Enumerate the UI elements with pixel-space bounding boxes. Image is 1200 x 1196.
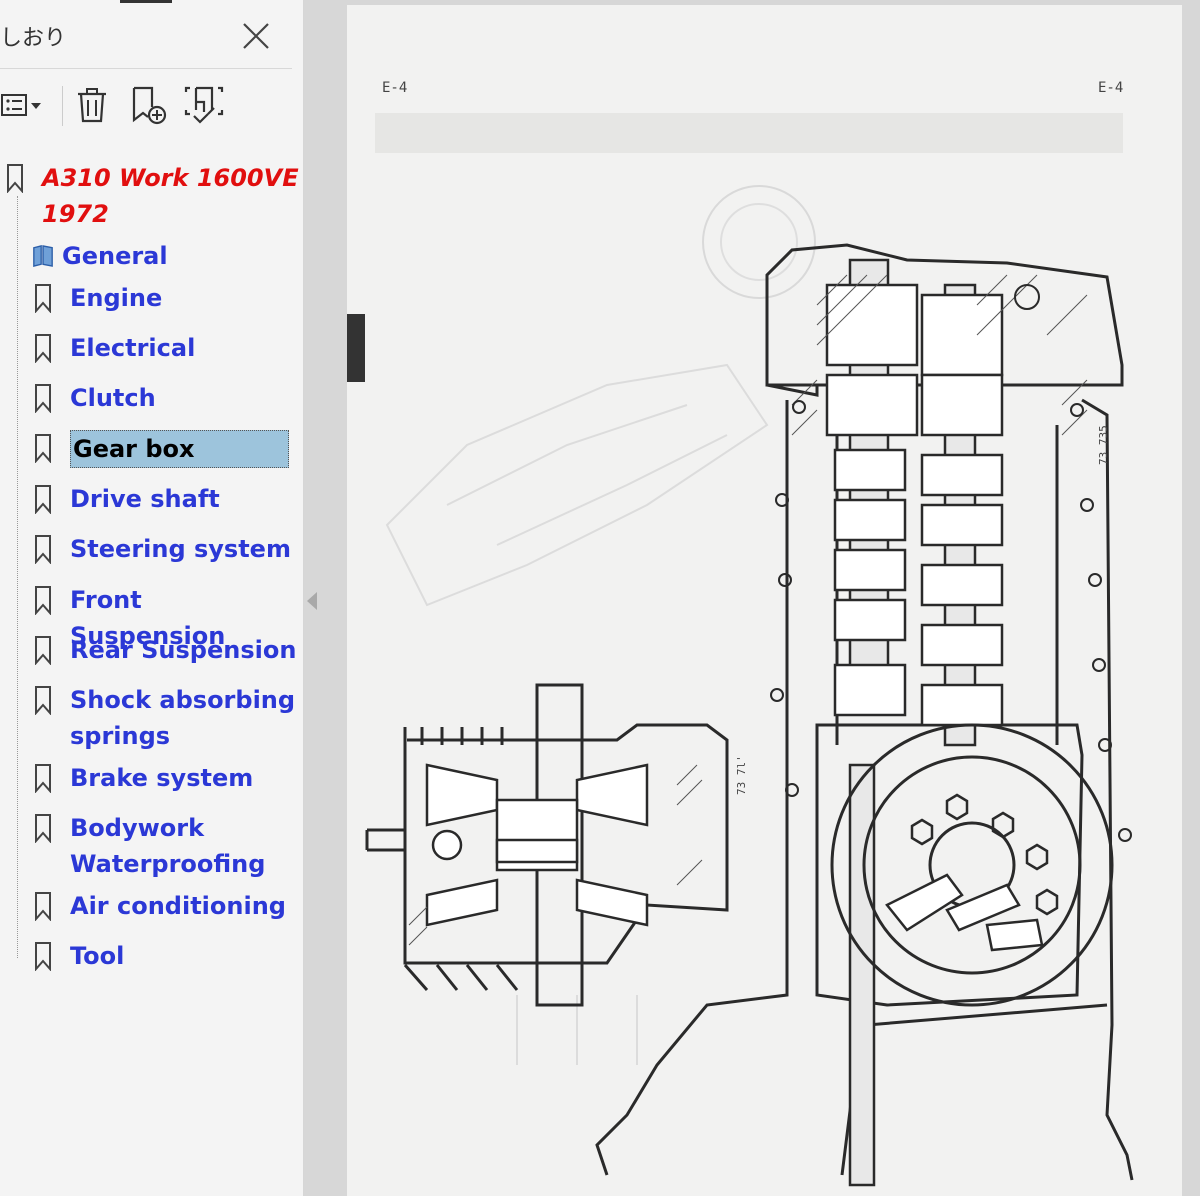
bookmark-label: Drive shaft: [70, 485, 220, 513]
panel-title: しおり: [0, 25, 67, 50]
bookmark-icon: [32, 483, 54, 515]
bookmark-icon: [32, 890, 54, 922]
gearbox-cutaway-drawing: 73 735 73 7l': [365, 113, 1134, 1187]
bookmark-label: Steering system: [70, 535, 291, 563]
page-number-right: E-4: [1098, 80, 1124, 96]
bookmark-item-15[interactable]: Tool: [32, 938, 124, 974]
page-scroll-handle[interactable]: [347, 314, 365, 382]
bookmark-item-8[interactable]: Steering system: [32, 531, 291, 567]
bookmark-label: Rear Suspension: [70, 636, 297, 664]
bookmark-item-6[interactable]: Gear box: [32, 430, 289, 468]
bookmark-icon: [32, 634, 54, 666]
new-bookmark-icon[interactable]: [128, 82, 170, 128]
bookmark-item-7[interactable]: Drive shaft: [32, 481, 220, 517]
bookmark-item-10[interactable]: Rear Suspension: [32, 632, 296, 668]
bookmark-item-1[interactable]: A310 Work 1600VE 1972: [4, 160, 299, 232]
bookmark-label: Air conditioning: [70, 892, 286, 920]
bookmark-item-13[interactable]: Bodywork Waterproofing: [32, 810, 265, 882]
bookmark-icon: [32, 282, 54, 314]
bookmark-icon: [32, 684, 54, 716]
bookmark-icon: [32, 382, 54, 414]
bookmark-label: A310 Work 1600VE 1972: [42, 164, 299, 228]
toolbar-separator: [62, 86, 63, 126]
options-menu-icon[interactable]: [0, 82, 48, 128]
bookmark-item-14[interactable]: Air conditioning: [32, 888, 286, 924]
bookmark-label: Bodywork Waterproofing: [70, 814, 266, 878]
bookmark-item-9[interactable]: Front Suspension: [32, 582, 303, 654]
page-number-left: E-4: [382, 80, 408, 96]
book-icon: [32, 240, 54, 272]
bookmark-item-11[interactable]: Shock absorbing springs: [32, 682, 295, 754]
bookmark-label: Front Suspension: [70, 586, 226, 650]
tree-connector: [17, 196, 19, 958]
collapse-panel-icon[interactable]: [307, 592, 317, 610]
divider: [0, 68, 292, 69]
bookmark-label: Engine: [70, 284, 163, 312]
bookmark-item-3[interactable]: Engine: [32, 280, 162, 316]
drawing-ref-1: 73 735: [1097, 425, 1110, 465]
window-tab-indicator: [120, 0, 172, 3]
bookmark-label: Gear box: [70, 430, 289, 468]
close-icon[interactable]: [240, 20, 272, 52]
bookmark-icon: [32, 812, 54, 844]
bookmark-label: Shock absorbing springs: [70, 686, 296, 750]
bookmark-icon: [32, 533, 54, 565]
bookmarks-panel: しおり: [0, 0, 304, 1196]
bookmark-label: Clutch: [70, 384, 156, 412]
bookmark-icon: [32, 762, 54, 794]
bookmark-item-4[interactable]: Electrical: [32, 330, 195, 366]
bookmark-icon: [4, 162, 26, 194]
bookmark-icon: [32, 332, 54, 364]
bookmark-label: General: [62, 242, 168, 270]
bookmark-item-5[interactable]: Clutch: [32, 380, 156, 416]
bookmark-item-2[interactable]: General: [32, 238, 168, 274]
bookmark-icon: [32, 432, 54, 464]
bookmark-label: Tool: [70, 942, 125, 970]
bookmark-label: Electrical: [70, 334, 196, 362]
bookmark-icon: [32, 584, 54, 616]
bookmark-label: Brake system: [70, 764, 254, 792]
bookmark-item-12[interactable]: Brake system: [32, 760, 253, 796]
drawing-ref-2: 73 7l': [735, 755, 748, 795]
bookmark-icon: [32, 940, 54, 972]
bookmark-expand-icon[interactable]: [182, 82, 226, 128]
delete-bookmark-icon[interactable]: [72, 82, 112, 128]
